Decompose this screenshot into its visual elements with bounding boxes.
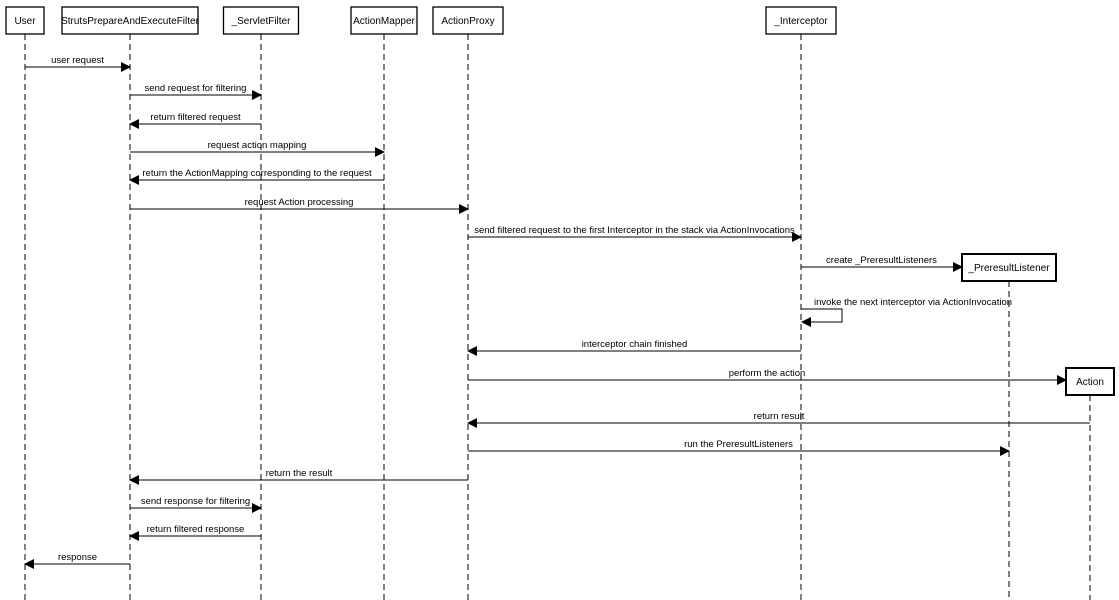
- message-12: return result: [467, 411, 1090, 428]
- participant-label: ActionMapper: [353, 16, 415, 27]
- lifeline-action: Action: [1065, 367, 1115, 600]
- lifeline-user: User: [5, 6, 45, 600]
- message-label: run the PreresultListeners: [684, 439, 793, 450]
- lifeline-servlet: _ServletFilter: [222, 6, 300, 600]
- message-3: return filtered request: [129, 112, 261, 129]
- lifeline-proxy: ActionProxy: [432, 6, 504, 600]
- message-label: interceptor chain finished: [582, 339, 688, 350]
- message-9: invoke the next interceptor via ActionIn…: [801, 297, 1012, 327]
- message-label: return filtered response: [147, 524, 245, 535]
- message-15: send response for filtering: [130, 496, 262, 513]
- message-label: request Action processing: [245, 197, 354, 208]
- message-label: return the result: [266, 468, 333, 479]
- participant-box-proxy: ActionProxy: [432, 6, 504, 35]
- lifeline-spaef: StrutsPrepareAndExecuteFilter: [61, 6, 200, 600]
- participant-label: StrutsPrepareAndExecuteFilter: [61, 16, 200, 27]
- participant-label: _ServletFilter: [231, 16, 292, 27]
- message-label: perform the action: [729, 368, 806, 379]
- message-label: create _PreresultListeners: [826, 255, 937, 266]
- message-label: return filtered request: [150, 112, 241, 123]
- message-label: send filtered request to the first Inter…: [474, 225, 795, 236]
- participant-box-listener: _PreresultListener: [961, 253, 1057, 282]
- message-8: create _PreresultListeners: [801, 255, 963, 272]
- participant-box-servlet: _ServletFilter: [222, 6, 300, 35]
- lifeline-mapper: ActionMapper: [350, 6, 418, 600]
- message-14: return the result: [129, 468, 468, 485]
- message-arrow: [801, 308, 843, 327]
- lifeline-listener: _PreresultListener: [961, 253, 1057, 600]
- message-label: request action mapping: [208, 140, 307, 151]
- message-10: interceptor chain finished: [467, 339, 801, 356]
- message-13: run the PreresultListeners: [468, 439, 1010, 456]
- participant-box-spaef: StrutsPrepareAndExecuteFilter: [61, 6, 200, 35]
- message-7: send filtered request to the first Inter…: [468, 225, 802, 242]
- message-1: user request: [25, 55, 131, 72]
- message-label: send request for filtering: [145, 83, 247, 94]
- message-5: return the ActionMapping corresponding t…: [129, 168, 384, 185]
- message-6: request Action processing: [130, 197, 469, 214]
- participant-label: Action: [1076, 377, 1104, 388]
- participant-label: _Interceptor: [773, 16, 828, 27]
- message-label: return the ActionMapping corresponding t…: [142, 168, 372, 179]
- participant-label: User: [14, 16, 36, 27]
- message-label: response: [58, 552, 97, 563]
- message-11: perform the action: [468, 368, 1067, 385]
- participant-box-user: User: [5, 6, 45, 35]
- message-label: send response for filtering: [141, 496, 250, 507]
- message-2: send request for filtering: [130, 83, 262, 100]
- message-label: invoke the next interceptor via ActionIn…: [814, 297, 1012, 308]
- message-label: user request: [51, 55, 104, 66]
- participant-label: _PreresultListener: [967, 263, 1050, 274]
- participant-box-mapper: ActionMapper: [350, 6, 418, 35]
- participant-label: ActionProxy: [441, 16, 494, 27]
- message-16: return filtered response: [129, 524, 261, 541]
- message-label: return result: [754, 411, 805, 422]
- participant-box-action: Action: [1065, 367, 1115, 396]
- message-17: response: [24, 552, 130, 569]
- message-4: request action mapping: [130, 140, 385, 157]
- participant-box-interceptor: _Interceptor: [765, 6, 837, 35]
